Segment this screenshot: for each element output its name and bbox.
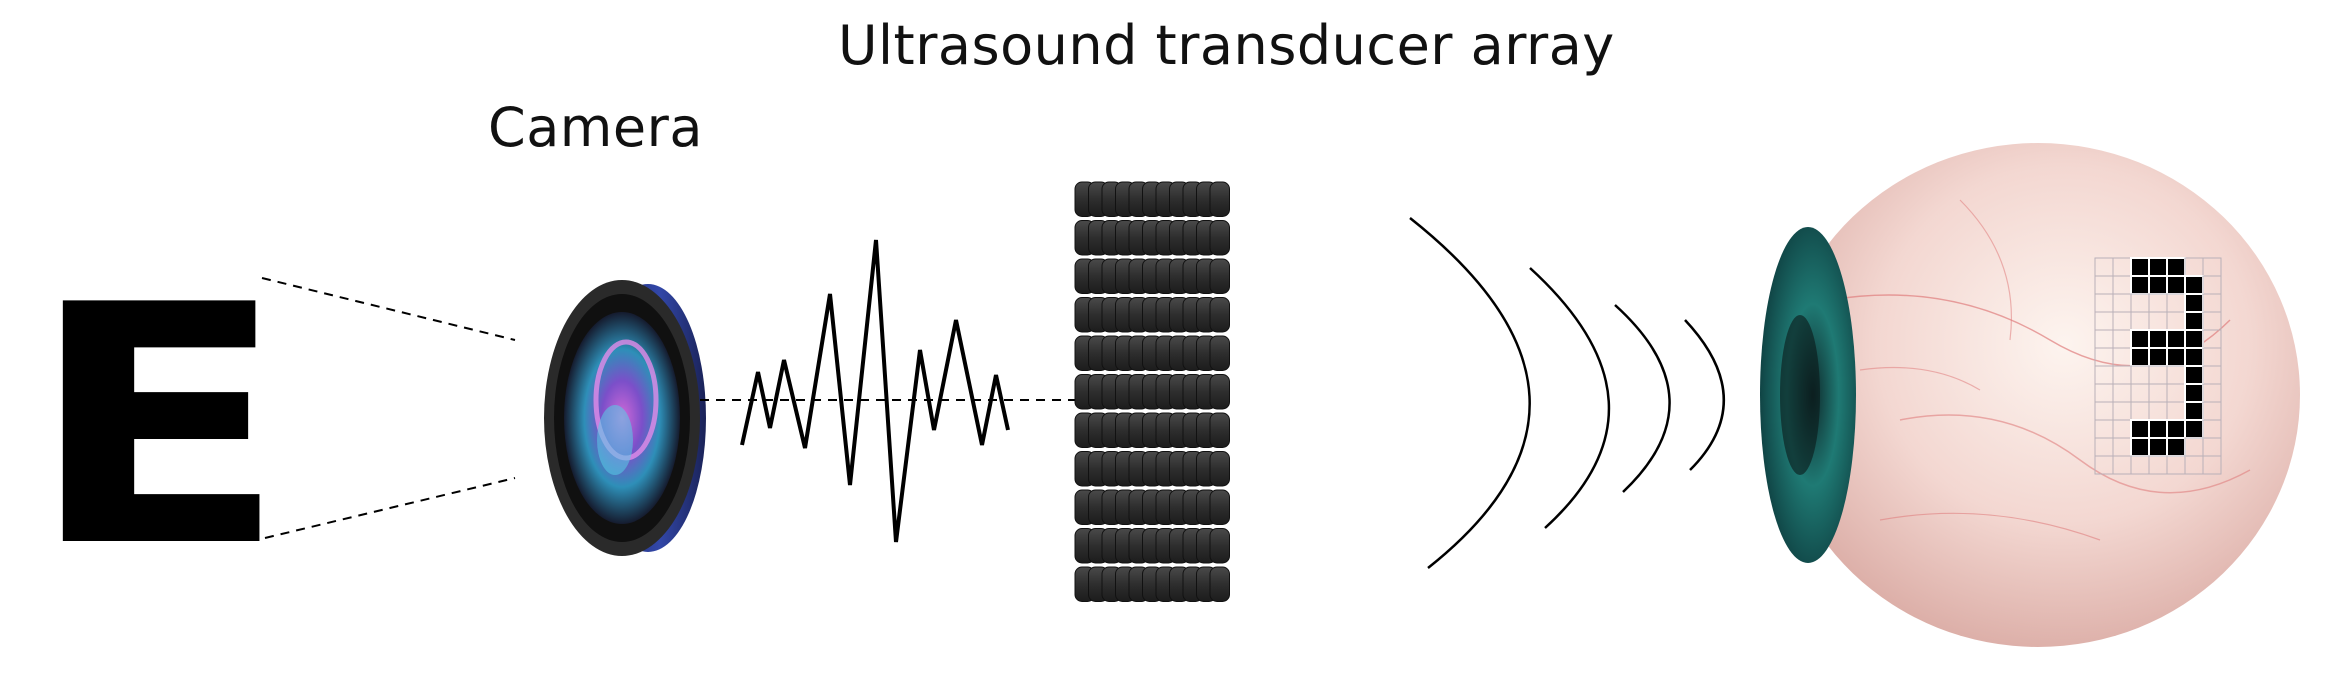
camera-label: Camera — [488, 96, 703, 159]
transducer-element — [1209, 374, 1230, 410]
retina-cell-active — [2184, 365, 2204, 385]
transducer-element — [1209, 528, 1230, 564]
retina-cell-active — [2148, 275, 2168, 295]
transducer-element — [1209, 220, 1230, 256]
eyeball-icon — [1760, 143, 2300, 647]
transducer-element — [1209, 412, 1230, 448]
fov-line-top — [261, 277, 516, 341]
retina-cell-active — [2184, 347, 2204, 367]
transducer-element — [1209, 451, 1230, 487]
retina-cell-active — [2130, 437, 2150, 457]
transducer-element — [1209, 258, 1230, 294]
retina-cell-active — [2184, 293, 2204, 313]
retina-cell-active — [2148, 437, 2168, 457]
retina-cell-active — [2148, 329, 2168, 349]
retina-cell-active — [2184, 311, 2204, 331]
retina-cell-active — [2148, 257, 2168, 277]
retina-cell-active — [2184, 383, 2204, 403]
fov-line-bottom — [264, 477, 516, 539]
wavefront-1 — [1409, 217, 1531, 569]
retina-cell-active — [2184, 329, 2204, 349]
transducer-element — [1209, 566, 1230, 602]
transducer-element — [1209, 489, 1230, 525]
wavefront-3 — [1614, 304, 1671, 493]
visual-stimulus-letter: E — [28, 235, 288, 619]
transducer-array-icon — [1074, 181, 1230, 602]
retina-cell-active — [2130, 275, 2150, 295]
retina-cell-active — [2166, 419, 2186, 439]
transducer-element — [1209, 297, 1230, 333]
retina-cell-active — [2184, 401, 2204, 421]
retina-stimulation-grid — [2094, 257, 2222, 475]
retina-cell — [2202, 455, 2222, 475]
wavefront-2 — [1529, 267, 1611, 529]
transducer-element — [1209, 181, 1230, 217]
ultrasound-wave-icon — [1409, 217, 1725, 569]
retina-cell-active — [2130, 419, 2150, 439]
retina-cell-active — [2166, 275, 2186, 295]
retina-cell-active — [2130, 329, 2150, 349]
retina-cell-active — [2166, 257, 2186, 277]
retina-cell-active — [2166, 437, 2186, 457]
retina-cell-active — [2148, 419, 2168, 439]
retina-cell-active — [2184, 275, 2204, 295]
transducer-element — [1209, 335, 1230, 371]
retina-cell-active — [2148, 347, 2168, 367]
transducer-array-label: Ultrasound transducer array — [838, 14, 1615, 77]
wavefront-4 — [1684, 319, 1725, 471]
retina-cell-active — [2166, 329, 2186, 349]
retina-cell-active — [2130, 347, 2150, 367]
retina-cell-active — [2184, 419, 2204, 439]
signal-waveform — [740, 239, 1010, 543]
camera-lens-icon — [544, 280, 706, 556]
retina-cell-active — [2130, 257, 2150, 277]
retina-cell-active — [2166, 347, 2186, 367]
